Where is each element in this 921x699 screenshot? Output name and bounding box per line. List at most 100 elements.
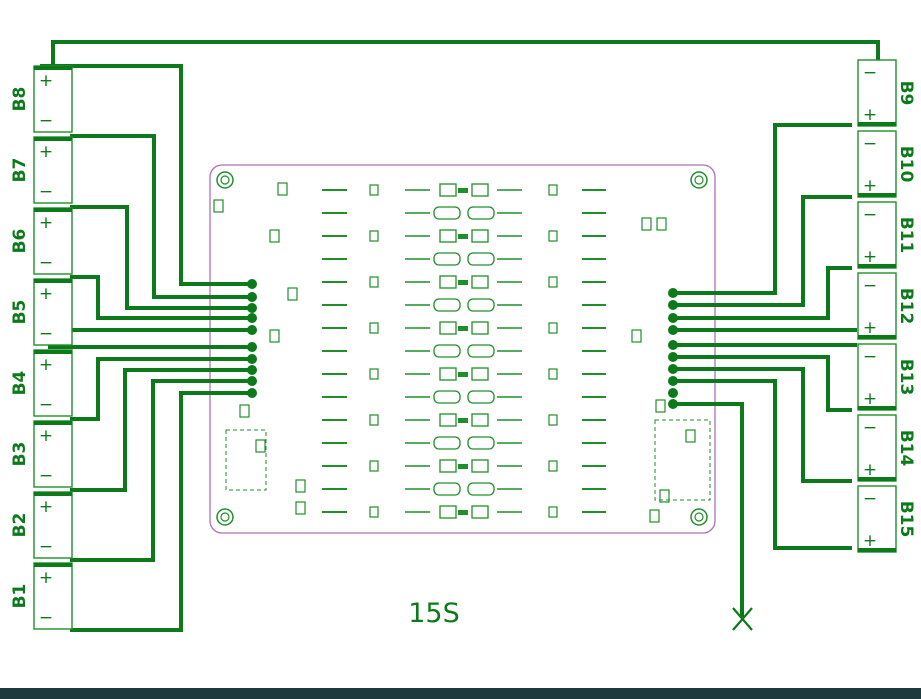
terminal-bar [34,66,72,70]
terminal-bar [858,122,896,126]
terminal-bar [34,492,72,496]
circle-icon [220,512,230,522]
trace [70,379,254,562]
diagram-title: 15S [408,598,460,629]
battery-terminal-b3: + −B3 [10,420,73,488]
cell-label-b1: B1 [10,584,30,609]
small-pad [655,399,666,413]
battery-terminal-b1: + −B1 [10,562,73,630]
minus-sign: − [39,395,53,415]
cell-label-b3: B3 [10,442,30,467]
pad-dot [668,364,678,374]
trace [671,379,852,550]
plus-sign: + [863,389,877,409]
cell-label-b11: B11 [896,217,916,254]
circle-icon [690,171,708,189]
minus-sign: − [863,134,877,154]
resistor-pad [439,413,457,427]
mosfet-pad [467,482,495,496]
small-pad [255,439,266,453]
battery-terminal-b15: +−B15 [857,485,916,553]
minus-sign: − [39,111,53,131]
ic-footprint [654,419,711,501]
plus-sign: + [39,426,53,446]
circle-icon [216,508,234,526]
mosfet-pad [467,344,495,358]
pad-dot [247,388,257,398]
cell-label-b7: B7 [10,158,30,183]
component-dot [458,188,468,193]
cell-label-b14: B14 [896,430,916,467]
small-pad [369,230,379,242]
resistor-pad [471,183,489,197]
terminal-bar [858,264,896,268]
minus-sign: − [39,324,53,344]
trace [671,123,852,295]
cell-label-b2: B2 [10,513,30,538]
minus-sign: − [39,182,53,202]
minus-sign: − [863,489,877,509]
minus-sign: − [863,276,877,296]
terminal-body [33,65,73,133]
pad-dot [668,399,678,409]
small-pad [295,501,306,515]
terminal-bar [34,350,72,354]
small-pad [369,184,379,196]
footer-bar [0,688,921,699]
small-pad [656,217,667,231]
minus-sign: − [39,608,53,628]
terminal-bar [858,548,896,552]
battery-terminal-b8: +−B8 [10,65,73,133]
small-pad [548,184,558,196]
pad-dot [668,288,678,298]
pad-dot [668,313,678,323]
small-pad [213,199,224,213]
minus-sign: − [39,466,53,486]
small-pad [685,429,696,443]
minus-sign: − [39,253,53,273]
resistor-pad [471,229,489,243]
terminal-bar [34,137,72,141]
small-pad [369,276,379,288]
small-pad [369,368,379,380]
small-pad [287,287,298,301]
board-outline [209,164,716,534]
terminal-body [857,272,897,340]
terminal-body [33,420,73,488]
pad-dot [668,352,678,362]
cell-label-b10: B10 [896,146,916,183]
terminal-body [857,485,897,553]
terminal-body [33,278,73,346]
minus-sign: − [863,63,877,83]
component-dot [458,280,468,285]
trace [70,275,254,320]
pad-dot [668,340,678,350]
plus-sign: + [39,568,53,588]
resistor-pad [439,229,457,243]
wiring-traces [40,40,880,632]
trace-b8-b9 [51,40,880,68]
minus-sign: − [863,205,877,225]
small-pad [369,460,379,472]
mosfet-pad [467,252,495,266]
battery-terminal-b6: +−B6 [10,207,73,275]
mosfet-pad [433,436,461,450]
small-pad [649,509,660,523]
trace [70,391,254,632]
plus-sign: + [39,71,53,91]
circle-icon [694,512,704,522]
ic-footprint [225,429,267,491]
battery-terminal-b13: +−B13 [857,343,916,411]
small-pad [659,489,670,503]
cross-icon [732,607,753,631]
plus-sign: + [39,497,53,517]
right-battery-terminals: +−B9+−B10+−B11+−B12+−B13+−B14+−B15 [857,59,916,553]
component-dot [458,510,468,515]
mosfet-pad [467,436,495,450]
plus-sign: + [863,105,877,125]
resistor-pad [439,367,457,381]
component-dot [458,326,468,331]
resistor-pad [439,275,457,289]
resistor-pad [471,413,489,427]
battery-terminal-b14: +−B14 [857,414,916,482]
